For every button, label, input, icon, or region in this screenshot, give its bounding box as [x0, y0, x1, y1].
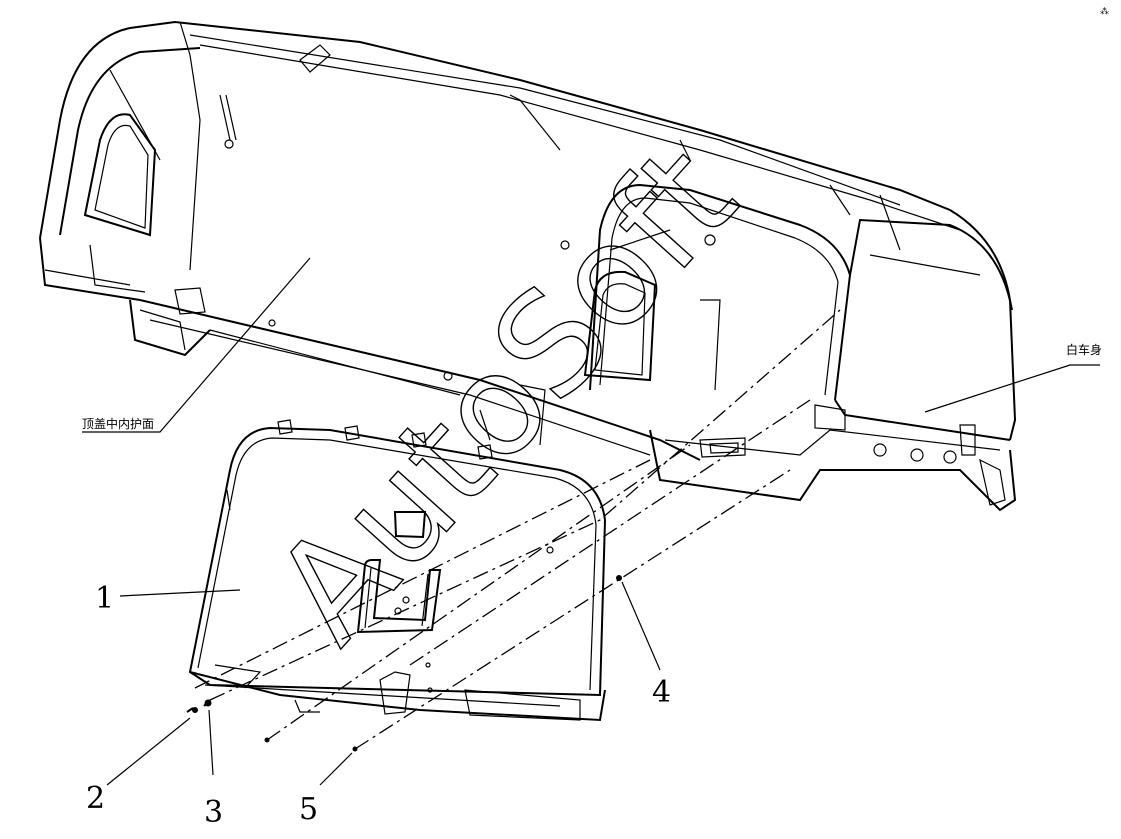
callout-5: 5 [299, 792, 318, 827]
bolt-2-icon [186, 707, 198, 713]
rivet-4-icon [616, 575, 622, 581]
car-body-outline [39, 20, 1017, 512]
label-body-in-white: 白车身 [1066, 342, 1102, 357]
callout-2: 2 [86, 781, 105, 816]
callout-3: 3 [204, 795, 223, 830]
callout-1: 1 [95, 581, 114, 616]
leader-lines [82, 257, 1100, 786]
watermark-text: AutoSoft [244, 117, 767, 673]
clip-3-icon [203, 699, 212, 707]
callout-4: 4 [652, 675, 671, 710]
roof-inner-trim-panel [188, 419, 607, 722]
corner-mark: ⁂ [1100, 6, 1109, 17]
assembly-lines [194, 309, 841, 750]
label-roof-inner-trim: 顶盖中内护面 [82, 416, 154, 431]
